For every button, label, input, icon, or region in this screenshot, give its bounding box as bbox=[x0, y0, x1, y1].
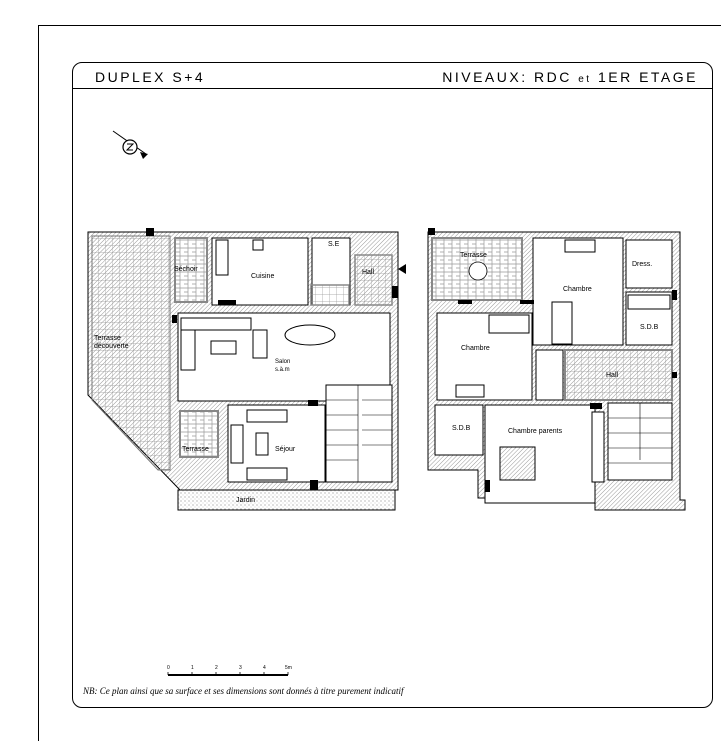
label-sejour: Séjour bbox=[275, 446, 296, 453]
plan-sheet: DUPLEX S+4 NIVEAUX: RDC et 1ER ETAGE NB:… bbox=[72, 62, 713, 708]
title-levels-a: NIVEAUX: RDC bbox=[442, 69, 579, 85]
label-chambre-left: Chambre bbox=[461, 345, 490, 352]
label-chambre-top: Chambre bbox=[563, 286, 592, 293]
disclaimer-note: NB: Ce plan ainsi que sa surface et ses … bbox=[83, 686, 404, 696]
label-terrasse-decouverte-2: découverte bbox=[94, 343, 129, 350]
label-terrasse-decouverte-1: Terrasse bbox=[94, 335, 121, 342]
first-floor-plan: Terrasse Chambre Dress. S.D.B Chambre Ha… bbox=[427, 228, 686, 511]
label-chambre-parents: Chambre parents bbox=[508, 428, 563, 435]
label-hall: Hall bbox=[606, 372, 619, 379]
label-jardin: Jardin bbox=[236, 497, 255, 504]
label-sdb-right: S.D.B bbox=[640, 324, 659, 331]
title-levels-et: et bbox=[578, 74, 592, 85]
scale-tick: 3 bbox=[239, 665, 242, 671]
scale-tick: 1 bbox=[191, 665, 194, 671]
terrasse-decouverte-area bbox=[91, 235, 171, 471]
header-divider bbox=[73, 88, 712, 89]
hall-area bbox=[564, 349, 673, 401]
title-levels: NIVEAUX: RDC et 1ER ETAGE bbox=[442, 69, 698, 85]
label-dress: Dress. bbox=[632, 261, 652, 268]
terrasse-area bbox=[179, 410, 219, 458]
chambre-top-area bbox=[532, 237, 624, 346]
north-compass-icon bbox=[112, 130, 148, 159]
scale-tick: 0 bbox=[167, 665, 170, 671]
scale-tick: 2 bbox=[215, 665, 218, 671]
ground-floor-plan: Terrasse découverte Séchoir Cuisine S.E … bbox=[87, 228, 406, 511]
label-terrasse: Terrasse bbox=[460, 252, 487, 259]
label-terrasse: Terrasse bbox=[182, 446, 209, 453]
label-sdb-left: S.D.B bbox=[452, 425, 471, 432]
frame-top-line bbox=[38, 25, 721, 26]
label-cuisine: Cuisine bbox=[251, 273, 274, 280]
sdb-left-area bbox=[434, 404, 484, 456]
label-sam: s.à.m bbox=[275, 367, 290, 373]
scale-tick: 5m bbox=[285, 665, 292, 671]
hall-area bbox=[354, 254, 393, 306]
label-sechoir: Séchoir bbox=[174, 266, 198, 273]
label-salon: Salon bbox=[275, 359, 290, 365]
frame-left-line bbox=[38, 25, 39, 741]
dress-area bbox=[625, 239, 673, 289]
title-duplex: DUPLEX S+4 bbox=[95, 69, 206, 85]
title-levels-c: 1ER ETAGE bbox=[591, 69, 698, 85]
jardin-area bbox=[177, 489, 396, 511]
sechoir-area bbox=[174, 237, 208, 303]
scale-bar: 0 1 2 3 4 5m bbox=[167, 665, 292, 676]
label-se: S.E bbox=[328, 241, 340, 248]
label-hall: Hall bbox=[362, 269, 375, 276]
staircase bbox=[325, 384, 393, 483]
scale-tick: 4 bbox=[263, 665, 266, 671]
